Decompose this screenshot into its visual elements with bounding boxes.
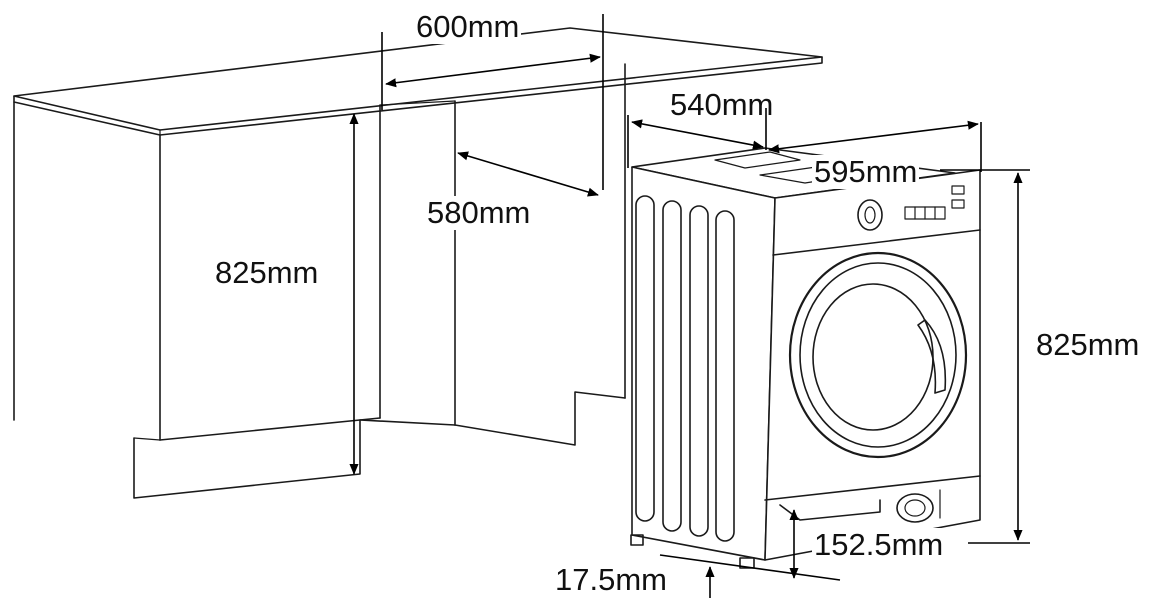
dim-line-580	[457, 151, 599, 197]
dim-line-600	[385, 53, 601, 88]
label-plinth-height: 152.5mm	[812, 527, 946, 562]
indicator	[951, 185, 965, 195]
foot	[630, 534, 644, 546]
washing-machine	[630, 147, 981, 569]
dim-line-540	[631, 119, 764, 150]
program-dial	[857, 199, 883, 231]
dim-line-595	[768, 120, 979, 154]
door-ring	[788, 251, 968, 459]
label-machine-width: 595mm	[812, 154, 920, 189]
label-machine-depth: 540mm	[670, 87, 774, 122]
side-rib	[662, 200, 682, 532]
label-foot-height: 17.5mm	[553, 562, 669, 597]
label-cabinet-depth: 580mm	[425, 195, 533, 230]
filter-cover	[896, 493, 934, 523]
indicator	[951, 199, 965, 209]
foot	[739, 557, 755, 569]
kitchen-cabinet	[13, 27, 823, 499]
dimension-lines	[349, 14, 1030, 598]
label-cabinet-height: 825mm	[213, 255, 321, 290]
label-cabinet-width: 600mm	[414, 9, 522, 44]
door-handle	[917, 319, 947, 394]
side-rib	[635, 195, 655, 522]
side-rib	[689, 205, 709, 537]
label-machine-height: 825mm	[1034, 327, 1142, 362]
side-rib	[715, 210, 735, 542]
